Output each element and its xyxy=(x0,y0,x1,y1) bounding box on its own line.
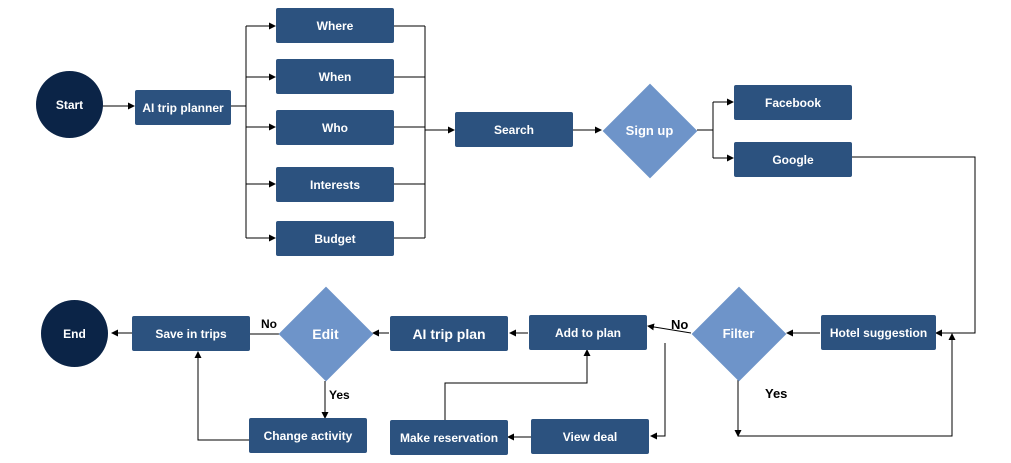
end-node: End xyxy=(41,300,108,367)
ai-trip-plan-node: AI trip plan xyxy=(390,316,508,351)
who-node: Who xyxy=(276,110,394,145)
hotel-suggestion-node: Hotel suggestion xyxy=(821,315,936,350)
make-reservation-node: Make reservation xyxy=(390,420,508,455)
start-label: Start xyxy=(55,97,84,112)
edit-no-label: No xyxy=(261,317,277,331)
when-node: When xyxy=(276,59,394,94)
end-label: End xyxy=(63,326,86,341)
filter-label: Filter xyxy=(722,326,755,341)
where-label: Where xyxy=(316,18,354,33)
save-in-trips-label: Save in trips xyxy=(155,326,227,341)
make-reservation-label: Make reservation xyxy=(399,430,499,445)
ai-trip-planner-label: AI trip planner xyxy=(142,100,224,115)
sign-up-decision: Sign up xyxy=(602,83,697,178)
where-node: Where xyxy=(276,8,394,43)
facebook-node: Facebook xyxy=(734,85,852,120)
google-label: Google xyxy=(772,152,814,167)
edit-label: Edit xyxy=(312,325,339,342)
interests-node: Interests xyxy=(276,167,394,202)
view-deal-label: View deal xyxy=(562,429,618,444)
facebook-label: Facebook xyxy=(764,95,821,110)
when-label: When xyxy=(318,69,352,84)
sign-up-label: Sign up xyxy=(625,123,674,138)
edit-decision: Edit xyxy=(278,286,373,381)
filter-no-label: No xyxy=(671,317,689,332)
add-to-plan-label: Add to plan xyxy=(555,325,621,340)
change-activity-node: Change activity xyxy=(249,418,367,453)
search-node: Search xyxy=(455,112,573,147)
start-node: Start xyxy=(36,71,103,138)
who-label: Who xyxy=(322,120,348,135)
save-in-trips-node: Save in trips xyxy=(132,316,250,351)
add-to-plan-node: Add to plan xyxy=(529,315,647,350)
filter-decision: Filter xyxy=(691,286,786,381)
ai-trip-plan-label: AI trip plan xyxy=(412,325,486,342)
search-label: Search xyxy=(493,122,535,137)
ai-trip-planner-node: AI trip planner xyxy=(135,90,231,125)
google-node: Google xyxy=(734,142,852,177)
budget-label: Budget xyxy=(314,231,356,246)
interests-label: Interests xyxy=(309,177,361,192)
change-activity-label: Change activity xyxy=(263,428,353,443)
edit-yes-label: Yes xyxy=(329,388,350,402)
budget-node: Budget xyxy=(276,221,394,256)
hotel-suggestion-label: Hotel suggestion xyxy=(829,325,928,340)
view-deal-node: View deal xyxy=(531,419,649,454)
filter-yes-label: Yes xyxy=(765,386,788,401)
